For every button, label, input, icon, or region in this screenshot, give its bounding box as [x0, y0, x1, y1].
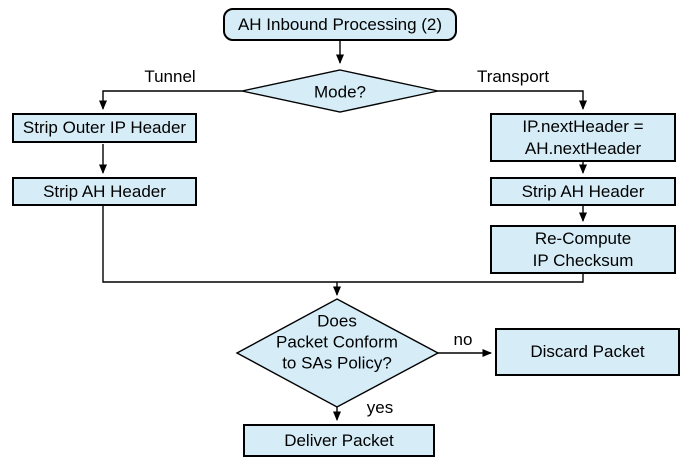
- node-start: AH Inbound Processing (2): [223, 8, 457, 41]
- edge-label-yes: yes: [366, 398, 394, 417]
- node-strip-ah-left-label: Strip AH Header: [43, 181, 166, 201]
- node-strip-ah-right: Strip AH Header: [490, 177, 676, 206]
- mode-diamond-shape: [241, 69, 439, 113]
- edge-label-transport: Transport: [476, 67, 550, 86]
- node-policy-check-line1: Does: [317, 311, 357, 331]
- policy-diamond-shape: [235, 298, 440, 408]
- edge-merge-rail: [102, 206, 584, 283]
- node-discard: Discard Packet: [495, 328, 680, 376]
- node-mode-label: Mode?: [314, 82, 366, 102]
- node-deliver-label: Deliver Packet: [284, 430, 394, 450]
- node-strip-ah-left: Strip AH Header: [12, 177, 197, 206]
- node-ip-next-header-line2: AH.nextHeader: [524, 138, 642, 158]
- node-policy-check-label: Does Packet Conform to SAs Policy?: [276, 311, 398, 374]
- node-policy-check-line2: Packet Conform: [276, 332, 398, 352]
- edge-label-tunnel: Tunnel: [144, 67, 196, 86]
- node-strip-outer-ip: Strip Outer IP Header: [12, 113, 197, 143]
- node-strip-ah-right-label: Strip AH Header: [521, 181, 645, 201]
- edge-mode-transport: [438, 90, 587, 110]
- node-start-label: AH Inbound Processing (2): [237, 14, 443, 34]
- edge-mode-tunnel: [99, 90, 242, 110]
- node-recompute-checksum-line1: Re-Compute: [534, 228, 632, 248]
- node-strip-outer-ip-label: Strip Outer IP Header: [22, 118, 187, 137]
- node-deliver: Deliver Packet: [243, 424, 435, 457]
- node-recompute-checksum-line2: IP Checksum: [532, 250, 634, 270]
- node-policy-check-line3: to SAs Policy?: [282, 353, 392, 373]
- node-ip-next-header: IP.nextHeader = AH.nextHeader: [490, 113, 676, 162]
- node-discard-label: Discard Packet: [530, 342, 645, 361]
- node-ip-next-header-line1: IP.nextHeader =: [522, 116, 644, 136]
- node-recompute-checksum: Re-Compute IP Checksum: [490, 225, 676, 274]
- edge-label-no: no: [453, 330, 473, 349]
